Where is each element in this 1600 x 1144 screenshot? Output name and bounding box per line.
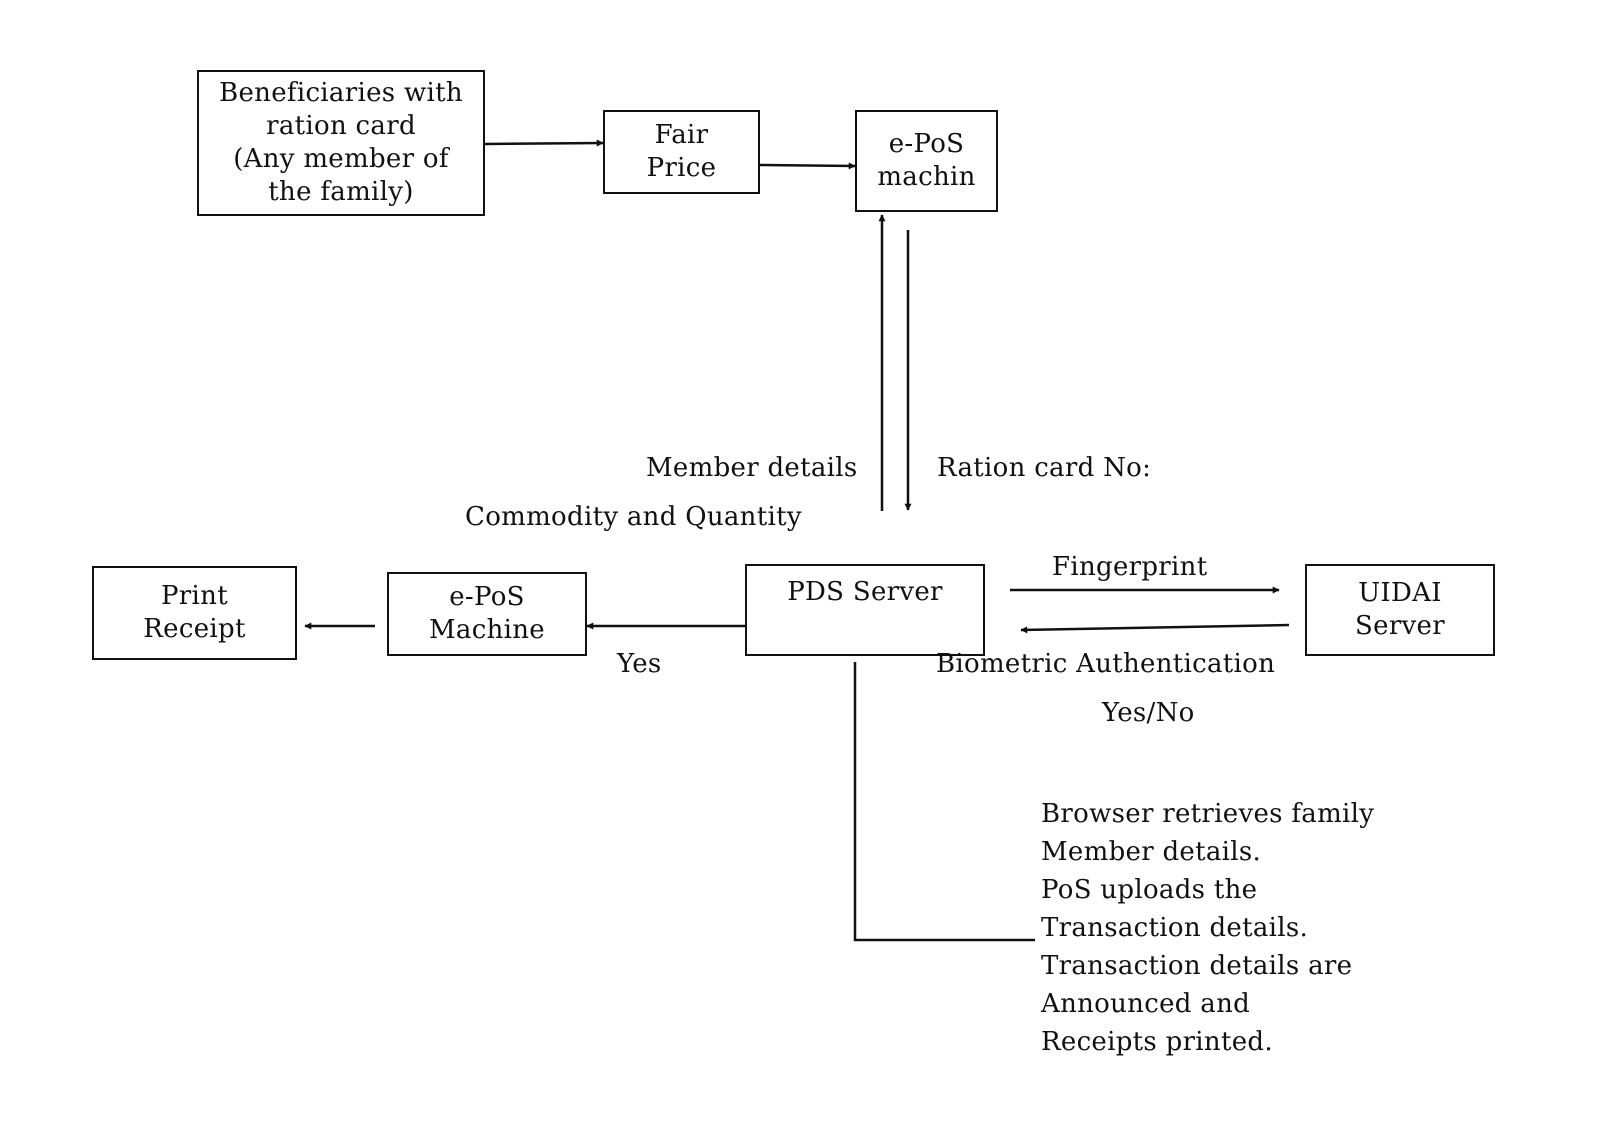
uidai-server-box: UIDAI Server	[1305, 564, 1495, 656]
epos-machine-top-box: e-PoS machin	[855, 110, 998, 212]
arrow-fair-price-to-epos	[759, 162, 856, 170]
epos-machine-bottom-box: e-PoS Machine	[387, 572, 587, 656]
yes-label: Yes	[617, 649, 662, 679]
fair-price-box: Fair Price	[603, 110, 760, 194]
note-line: PoS uploads the	[1041, 875, 1258, 905]
print-receipt-box: Print Receipt	[92, 566, 297, 660]
note-line: Member details.	[1041, 837, 1262, 867]
arrow-beneficiaries-to-fair-price	[484, 139, 604, 147]
note-line: Receipts printed.	[1041, 1027, 1273, 1057]
pds-server-box: PDS Server	[745, 564, 985, 656]
fingerprint-label: Fingerprint	[1052, 552, 1208, 582]
note-line: Transaction details are	[1041, 951, 1353, 981]
yes-no-label: Yes/No	[1102, 698, 1195, 728]
commodity-quantity-label: Commodity and Quantity	[465, 502, 802, 532]
member-details-label: Member details	[646, 453, 858, 483]
note-line: Browser retrieves family	[1041, 799, 1375, 829]
arrow-uidai-to-pds-authentication	[1020, 623, 1290, 634]
note-line: Transaction details.	[1041, 913, 1309, 943]
connector-pds-to-note	[853, 662, 1035, 942]
note-line: Announced and	[1041, 989, 1251, 1019]
ration-card-no-label: Ration card No:	[937, 453, 1152, 483]
biometric-authentication-label: Biometric Authentication	[936, 649, 1276, 679]
beneficiaries-box: Beneficiaries with ration card (Any memb…	[197, 70, 485, 216]
process-note: Browser retrieves family Member details.…	[1041, 795, 1374, 1061]
